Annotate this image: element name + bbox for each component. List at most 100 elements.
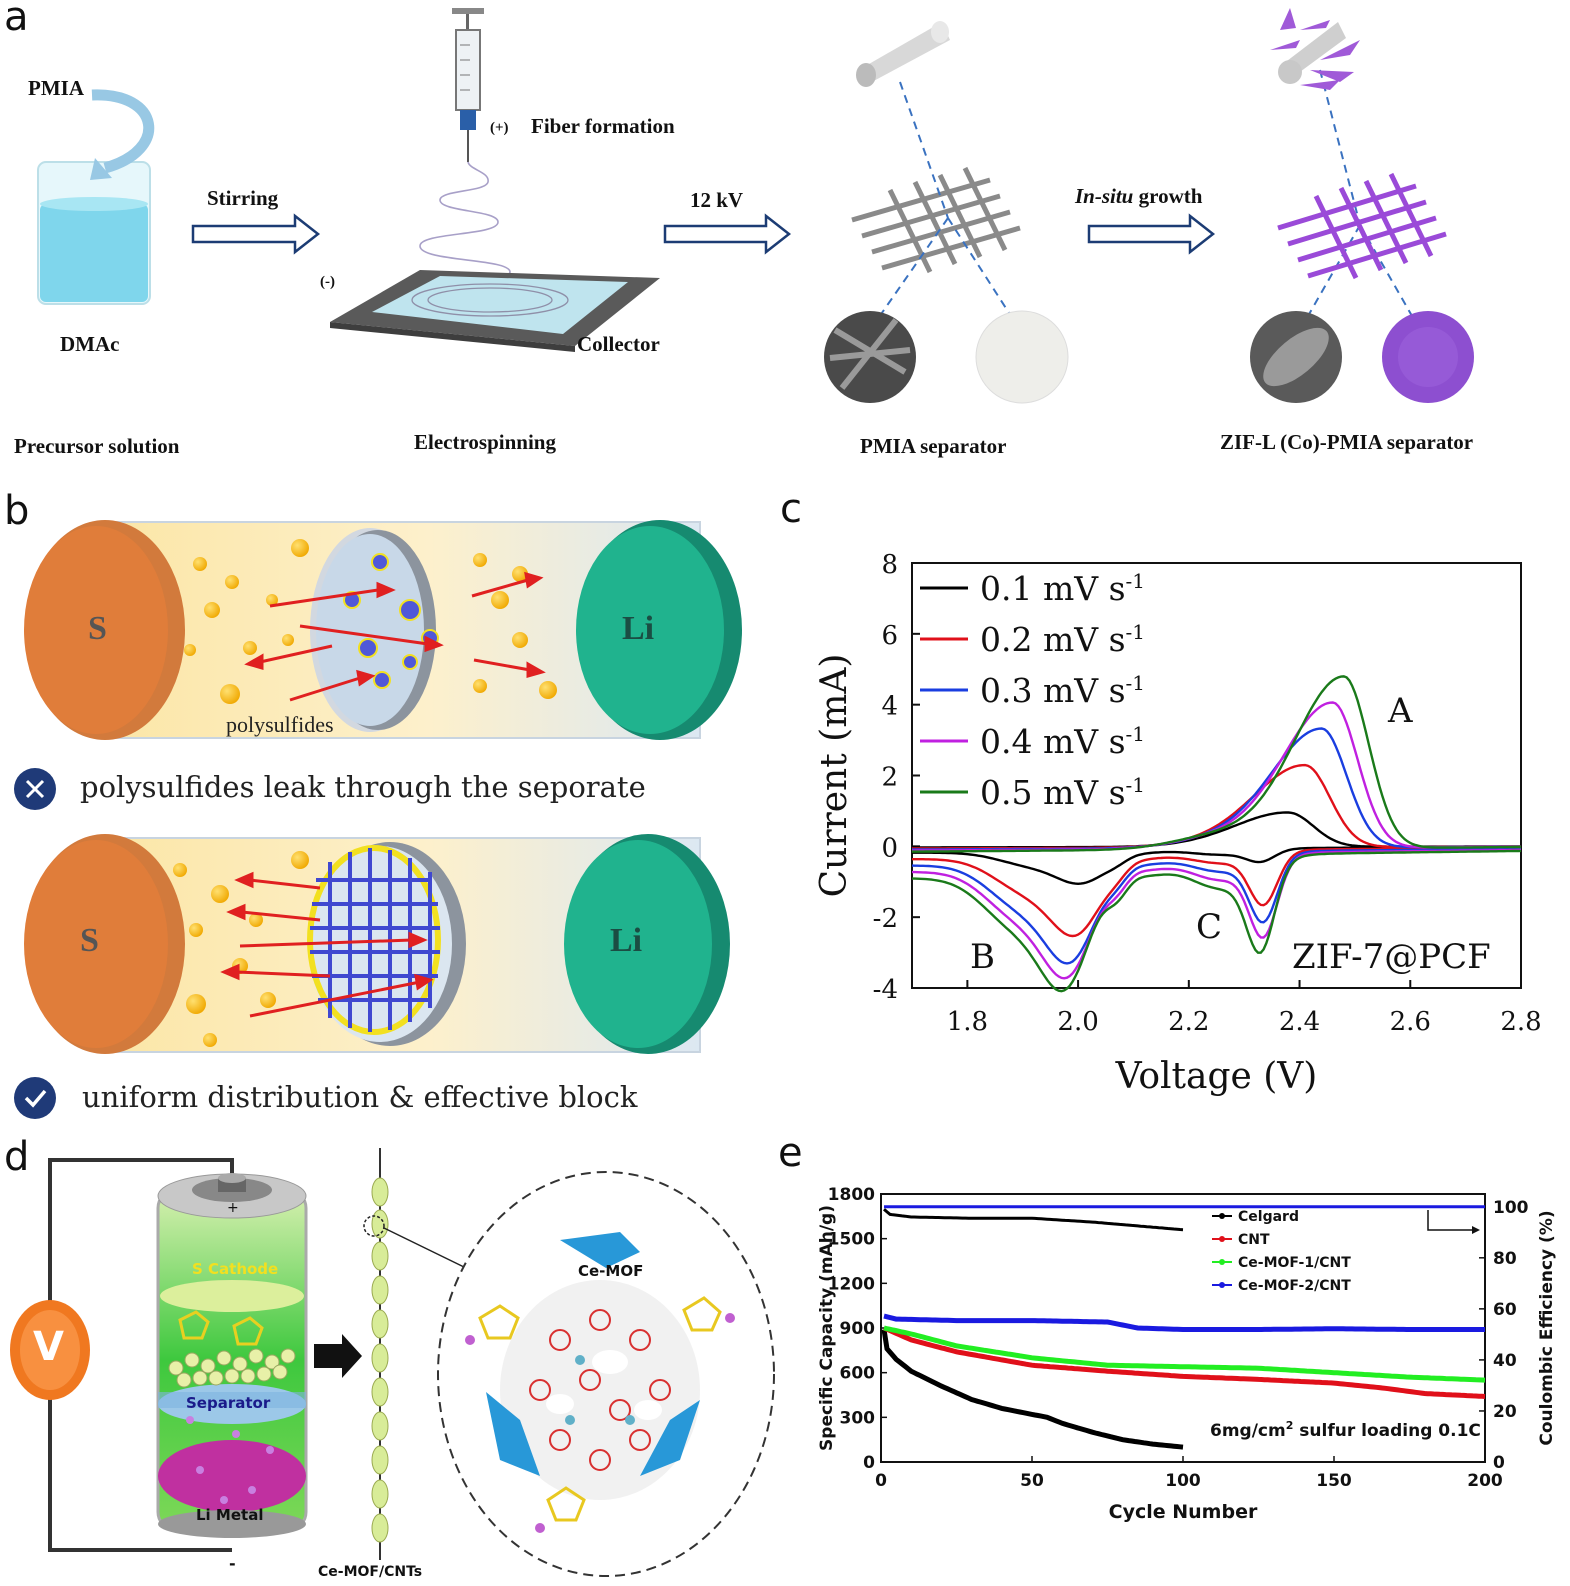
panel-label-b: b — [4, 488, 30, 534]
panel-label-c: c — [780, 486, 802, 532]
x-tick-label: 2.2 — [1168, 1007, 1209, 1037]
legend-label-2: 0.2 mV s-1 — [980, 620, 1145, 659]
x-tick-label: 200 — [1467, 1471, 1503, 1491]
sulfur-electrode-label-bottom: S — [80, 922, 99, 959]
circuit-wire — [48, 1158, 234, 1552]
in-situ-growth-label: In-situ growth — [1075, 184, 1202, 209]
plus-electrode-label: (+) — [490, 120, 509, 136]
panel-label-a: a — [4, 0, 29, 40]
material-label: ZIF-7@PCF — [1292, 937, 1491, 977]
y2-axis-title: Coulombic Efficiency (%) — [1537, 1210, 1557, 1445]
legend-label-4: 0.4 mV s-1 — [980, 722, 1145, 761]
cv-curve-5 — [912, 675, 1522, 993]
y2-tick-label: 80 — [1493, 1249, 1517, 1269]
x-tick-label: 100 — [1165, 1471, 1201, 1491]
lithium-electrode-label-top: Li — [622, 610, 655, 647]
ce-mof-label: Ce-MOF — [578, 1262, 644, 1280]
x-tick-label: 1.8 — [947, 1007, 988, 1037]
pmia-mesh-icon — [851, 166, 1021, 274]
capacity-curve-4 — [883, 1313, 1485, 1332]
growth-text: growth — [1133, 184, 1203, 208]
y-tick-label: 0 — [863, 1453, 875, 1473]
y2-tick-label: 60 — [1493, 1300, 1517, 1320]
block-statement: uniform distribution & effective block — [82, 1080, 638, 1114]
legend-label-2: CNT — [1238, 1232, 1270, 1248]
y2-tick-label: 0 — [1493, 1453, 1505, 1473]
battery-cell-icon — [156, 1173, 308, 1538]
syringe-icon — [452, 8, 484, 162]
legend-label-1: Celgard — [1238, 1209, 1299, 1225]
voltmeter-label: V — [33, 1324, 64, 1370]
ce-curve-1 — [883, 1208, 1184, 1232]
beaker-icon — [37, 161, 151, 305]
pmia-label: PMIA — [28, 76, 84, 100]
voltage-label: 12 kV — [690, 188, 744, 212]
ce-mof-structure-icon — [465, 1232, 735, 1533]
ce-axis-arrow-head — [1472, 1226, 1480, 1234]
y-tick-label: 8 — [881, 550, 898, 580]
li-metal-label: Li Metal — [196, 1506, 264, 1524]
capacity-curve-2 — [883, 1325, 1486, 1399]
panel-label-e: e — [778, 1130, 803, 1176]
legend-label-3: Ce-MOF-1/CNT — [1238, 1255, 1351, 1271]
panel-label-d: d — [4, 1134, 30, 1180]
y-tick-label: 900 — [840, 1319, 876, 1339]
y-tick-label: 4 — [881, 692, 898, 722]
dmac-label: DMAc — [60, 332, 120, 356]
s-cathode-label: S Cathode — [192, 1260, 279, 1278]
right-arrow-icon — [314, 1334, 362, 1378]
y-tick-label: -4 — [873, 975, 898, 1005]
peak-label-b: B — [970, 937, 995, 977]
stage-label-zif-separator: ZIF-L (Co)-PMIA separator — [1220, 430, 1474, 454]
loading-annotation: 6mg/cm2 sulfur loading 0.1C — [1210, 1419, 1481, 1441]
y-tick-label: 0 — [881, 833, 898, 863]
legend-marker-4 — [1219, 1282, 1225, 1288]
battery-minus-label: - — [229, 1554, 236, 1573]
cnt-beads-icon — [371, 1177, 389, 1543]
battery-tube-top — [24, 520, 742, 740]
x-tick-label: 2.6 — [1390, 1007, 1431, 1037]
collector-plate-icon — [330, 270, 660, 352]
process-arrow-icon — [191, 213, 1216, 255]
stirring-label: Stirring — [207, 186, 279, 210]
panel-a-illustration — [37, 8, 1474, 404]
stage-label-precursor: Precursor solution — [14, 434, 180, 458]
x-axis-title: Cycle Number — [1109, 1501, 1258, 1523]
legend-label-1: 0.1 mV s-1 — [980, 569, 1145, 608]
sulfur-electrode-label-top: S — [88, 610, 107, 647]
y2-tick-label: 40 — [1493, 1351, 1517, 1371]
lithium-electrode-label-bottom: Li — [610, 922, 643, 959]
fiber-formation-label: Fiber formation — [531, 114, 675, 138]
y-tick-label: 1500 — [828, 1230, 875, 1250]
zif-mesh-icon — [1277, 172, 1447, 280]
x-tick-label: 0 — [875, 1471, 887, 1491]
legend-marker-2 — [1219, 1236, 1225, 1242]
polysulfides-label: polysulfides — [226, 712, 334, 737]
legend-marker-1 — [1219, 1213, 1225, 1219]
legend-label-4: Ce-MOF-2/CNT — [1238, 1278, 1351, 1294]
check-status-icon — [14, 1077, 56, 1119]
collector-label: Collector — [577, 332, 660, 356]
legend-label-5: 0.5 mV s-1 — [980, 773, 1145, 812]
peak-label-c: C — [1196, 907, 1222, 947]
x-axis-title: Voltage (V) — [1115, 1056, 1318, 1097]
battery-plus-label: + — [227, 1200, 239, 1216]
y-tick-label: 2 — [881, 763, 898, 793]
stage-label-electrospinning: Electrospinning — [414, 430, 556, 454]
stage-label-pmia-separator: PMIA separator — [860, 434, 1007, 458]
peak-label-a: A — [1387, 691, 1413, 731]
in-situ-text: In-situ — [1075, 184, 1134, 208]
separator-label: Separator — [186, 1394, 271, 1412]
y-tick-label: 6 — [881, 621, 898, 651]
y-axis-title: Current (mA) — [814, 654, 855, 898]
pour-arrow-icon — [91, 89, 155, 174]
y2-tick-label: 100 — [1493, 1198, 1529, 1218]
pmia-photo-image — [975, 310, 1069, 404]
y-tick-label: 300 — [840, 1408, 876, 1428]
legend-marker-3 — [1219, 1259, 1225, 1265]
capacity-curve-1 — [881, 1329, 1184, 1450]
panel-b-illustration — [14, 520, 742, 1119]
y-tick-label: 1200 — [828, 1274, 875, 1294]
